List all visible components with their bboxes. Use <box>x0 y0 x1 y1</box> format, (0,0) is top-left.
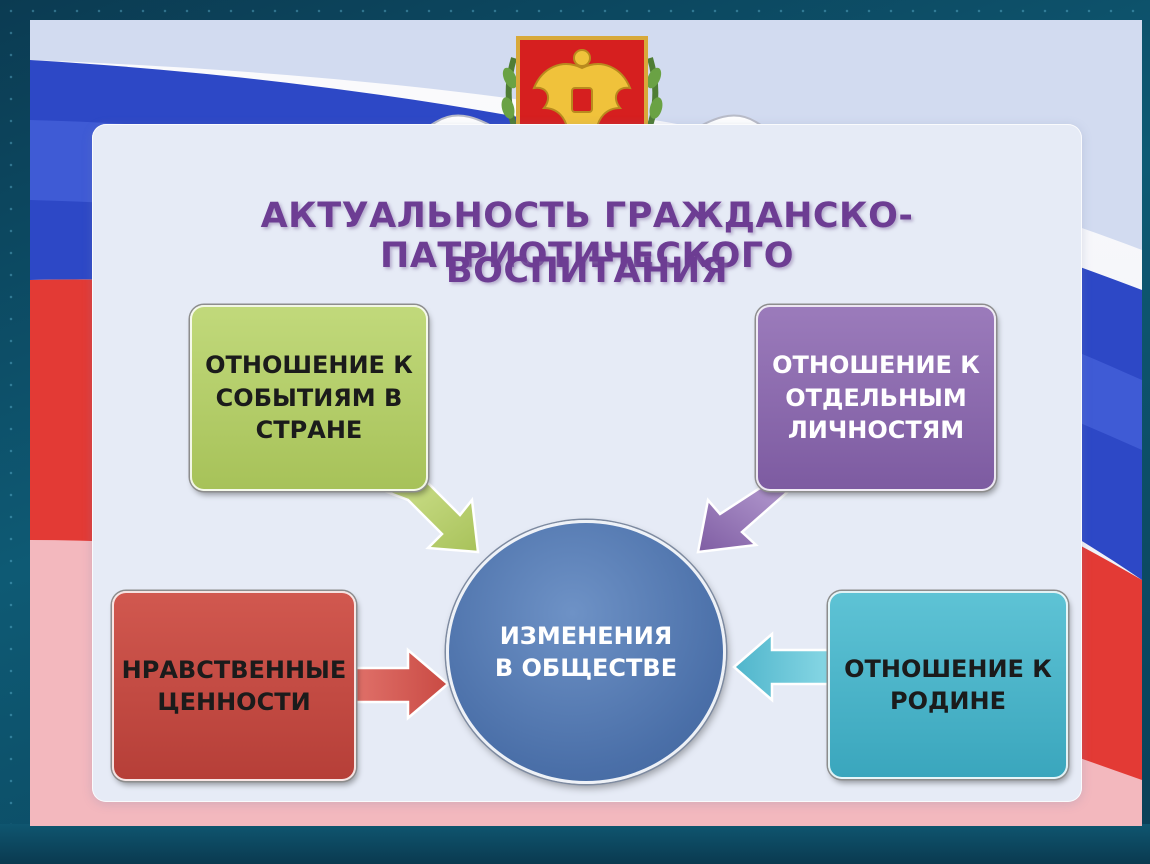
background-strip <box>0 824 1150 864</box>
title-line-1: Актуальность гражданско-патриотического <box>260 196 914 276</box>
box-individual-personalities-label: Отношение к отдельным личностям <box>772 351 980 445</box>
box-individual-personalities: Отношение к отдельным личностям <box>756 305 996 491</box>
box-motherland: Отношение к родине <box>828 591 1068 779</box>
title-line-2: воспитания <box>445 251 729 291</box>
center-label: Изменения в обществе <box>494 621 678 682</box>
box-events-in-country: Отношение к событиям в стране <box>190 305 428 491</box>
box-moral-values: Нравственные ценности <box>112 591 356 781</box>
center-circle-changes-in-society: Изменения в обществе <box>446 520 726 784</box>
box-motherland-label: Отношение к родине <box>844 654 1052 715</box>
box-events-in-country-label: Отношение к событиям в стране <box>205 351 413 445</box>
box-moral-values-label: Нравственные ценности <box>121 655 347 716</box>
